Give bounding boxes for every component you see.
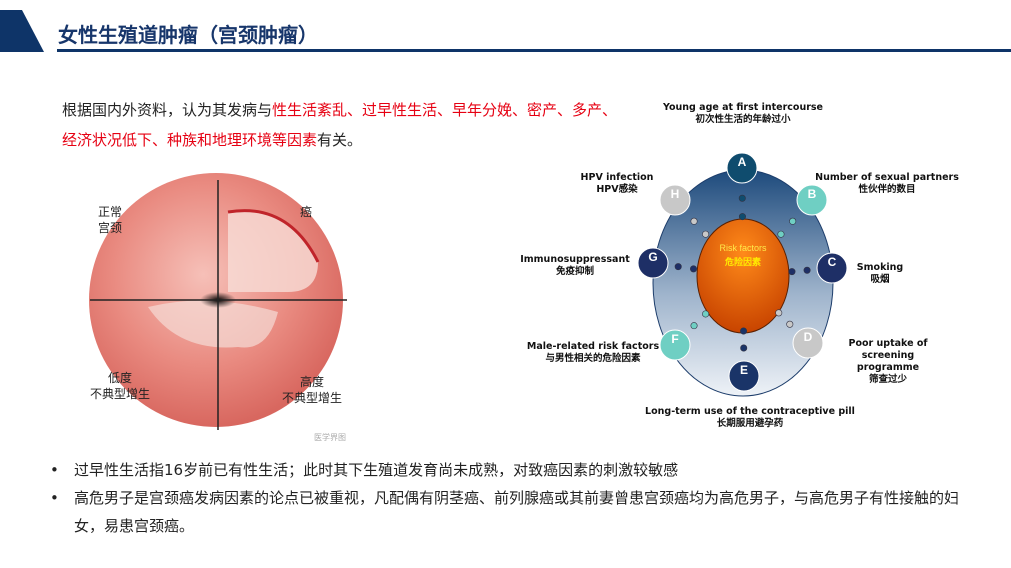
center-label-zh: 危险因素 [724,256,761,268]
watermark: 医学界图 [314,433,346,442]
intro-paragraph: 根据国内外资料，认为其发病与性生活紊乱、过早性生活、早年分娩、密产、多产、经济状… [62,95,622,155]
connector-dot [702,230,710,238]
connector-dot [738,213,746,221]
connector-dot [777,230,785,238]
node-letter: D [804,330,813,344]
bullet-list: •过早性生活指16岁前已有性生活；此时其下生殖道发育尚未成熟，对致癌因素的刺激较… [50,456,970,540]
node-letter: C [828,255,837,269]
node-h [659,184,691,216]
label-low-grade: 低度 不典型增生 [90,371,151,401]
node-c [816,252,848,284]
node-a [726,152,758,184]
center-label-en: Risk factors [719,243,767,253]
node-d [792,327,824,359]
node-f [659,329,691,361]
connector-dot [690,217,698,225]
node-e [728,360,760,392]
title-underline [57,49,1011,52]
bullet-item: •高危男子是宫颈癌发病因素的论点已被重视，凡配偶有阴茎癌、前列腺癌或其前妻曾患宫… [50,489,960,535]
bullet-item: •过早性生活指16岁前已有性生活；此时其下生殖道发育尚未成熟，对致癌因素的刺激较… [50,461,679,479]
connector-dot [775,309,783,317]
center-ellipse [696,218,790,334]
connector-dot [690,322,698,330]
connector-dot [689,265,697,273]
connector-dot [740,327,748,335]
node-letter: H [671,187,680,201]
connector-dot [738,194,746,202]
node-letter: A [738,155,747,169]
node-letter: F [671,332,678,346]
cervix-illustration [89,173,347,430]
node-g [637,247,669,279]
connector-dot [789,217,797,225]
connector-dot [702,310,710,318]
label-high-grade: 高度 不典型增生 [282,375,343,405]
label-normal-cervix: 正常 宫颈 [98,205,123,235]
connector-dot [740,344,748,352]
label-cancer: 癌 [300,205,313,219]
node-letter: G [648,250,657,264]
connector-dot [786,320,794,328]
intro-suffix: 有关。 [317,131,363,149]
intro-prefix: 根据国内外资料，认为其发病与 [62,101,273,119]
node-letter: B [808,187,817,201]
intro-risk-factors: 性生活紊乱、过早性生活、早年分娩、密产、多产、经济状况低下、种族和地理环境等因素 [62,101,618,149]
node-b [796,184,828,216]
connector-dot [788,268,796,276]
page-title: 女性生殖道肿瘤（宫颈肿瘤） [58,23,318,47]
connector-dot [674,263,682,271]
node-letter: E [740,363,748,377]
connector-dot [803,266,811,274]
